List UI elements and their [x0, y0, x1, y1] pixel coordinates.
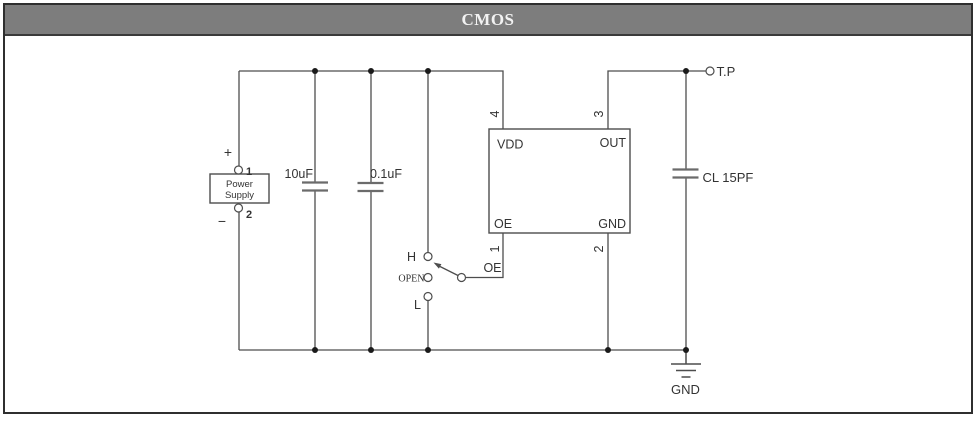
wire-vdd-rail: [239, 70, 504, 129]
ic-gnd-label: GND: [598, 217, 626, 231]
psu-pin1-label: 1: [246, 166, 252, 178]
title-bar: CMOS: [5, 5, 971, 36]
ic-oe-label: OE: [494, 217, 512, 231]
ic-box: [488, 128, 631, 234]
psu-plus-label: +: [224, 144, 232, 160]
junction-dot: [605, 347, 611, 353]
ic-out-label: OUT: [600, 136, 627, 150]
switch-open-label: OPEN: [398, 274, 424, 285]
switch-high-label: H: [407, 250, 416, 264]
switch-arm-arrow-icon: [433, 262, 442, 269]
capacitor-cl-plates: [672, 168, 699, 179]
wire-out-tp: [607, 70, 706, 129]
junction-dot: [312, 68, 318, 74]
psu-name-line2: Supply: [225, 190, 254, 201]
capacitor-c1-plates: [302, 181, 328, 192]
capacitor-cl-value: CL 15PF: [703, 170, 754, 185]
ground-symbol: [671, 350, 701, 378]
psu-name-line1: Power: [226, 179, 253, 190]
switch-arm: [438, 265, 459, 277]
ic-vdd-label: VDD: [497, 138, 523, 152]
psu-minus-label: −: [218, 213, 226, 229]
page-title: CMOS: [461, 9, 515, 29]
switch-contact-low: [423, 291, 433, 302]
junction-dot: [368, 68, 374, 74]
junction-dot: [425, 347, 431, 353]
labels-group: + 1 − 2 Power Supply 10uF 0.1uF CL 15PF …: [218, 64, 754, 397]
ic-pin3-number: 3: [592, 110, 606, 117]
switch-common-terminal: [456, 272, 467, 283]
oe-net-label: OE: [483, 261, 501, 275]
ic-pin2-number: 2: [592, 245, 606, 252]
ground-label: GND: [671, 382, 700, 397]
power-supply-box: [209, 173, 270, 204]
junction-dot: [683, 68, 689, 74]
capacitor-plates-group: [302, 168, 699, 193]
junctions-group: [312, 68, 689, 353]
ic-pin4-number: 4: [488, 110, 502, 117]
switch-low-label: L: [414, 298, 421, 312]
wire-oe: [466, 233, 504, 279]
ic-pin1-number: 1: [488, 245, 502, 252]
psu-pin2-label: 2: [246, 209, 252, 221]
test-point-label: T.P: [717, 64, 736, 79]
terminals-group: [233, 66, 715, 302]
capacitor-c1-value: 10uF: [285, 167, 314, 181]
junction-dot: [312, 347, 318, 353]
test-point-terminal: [705, 66, 715, 76]
capacitor-c2-plates: [357, 181, 384, 193]
junction-dot: [425, 68, 431, 74]
junction-dot: [368, 347, 374, 353]
psu-pin2-terminal: [233, 203, 244, 213]
switch-contact-open: [423, 272, 433, 283]
capacitor-c2-value: 0.1uF: [370, 167, 402, 181]
junction-dot: [683, 347, 689, 353]
wires-group: [238, 70, 706, 378]
switch-contact-high: [423, 251, 433, 262]
psu-pin1-terminal: [233, 165, 244, 175]
